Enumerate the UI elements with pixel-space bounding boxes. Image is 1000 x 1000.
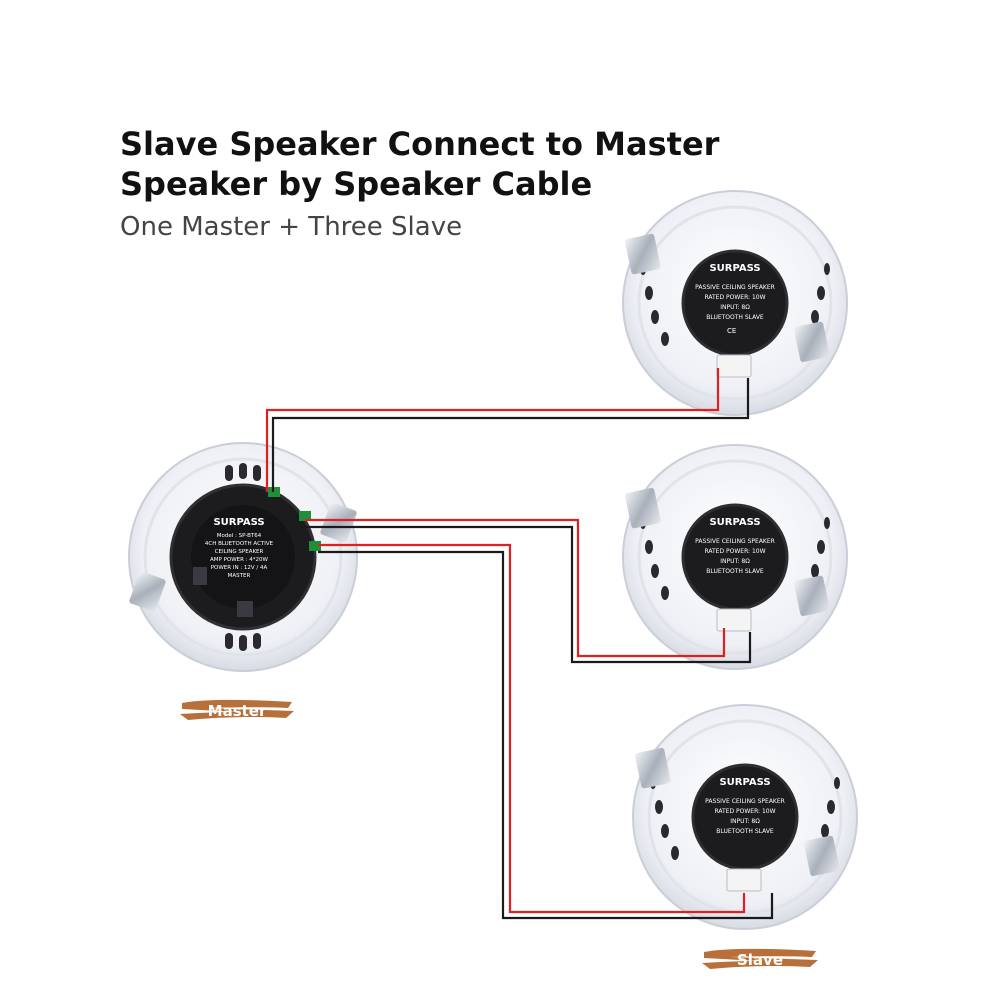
svg-text:BLUETOOTH SLAVE: BLUETOOTH SLAVE [706,314,764,321]
svg-text:AMP POWER : 4*20W: AMP POWER : 4*20W [210,557,269,563]
svg-text:SURPASS: SURPASS [719,777,770,788]
slave-speaker-1: SURPASS PASSIVE CEILING SPEAKER RATED PO… [622,190,848,416]
svg-text:POWER IN : 12V / 4A: POWER IN : 12V / 4A [211,565,268,571]
master-speaker: SURPASS Model : SP-BT64 4CH BLUETOOTH AC… [128,442,358,672]
master-tag: Master [178,694,296,728]
subtitle: One Master + Three Slave [120,212,463,242]
svg-text:RATED POWER: 10W: RATED POWER: 10W [704,548,765,555]
svg-text:SURPASS: SURPASS [709,517,760,528]
svg-text:SURPASS: SURPASS [709,263,760,274]
brush-stroke-icon [180,699,294,720]
svg-text:INPUT: 8Ω: INPUT: 8Ω [720,558,750,565]
wire-positive-1 [265,368,720,492]
svg-text:4CH BLUETOOTH ACTIVE: 4CH BLUETOOTH ACTIVE [205,541,274,547]
svg-text:RATED POWER: 10W: RATED POWER: 10W [714,808,775,815]
wire-negative-2 [305,525,752,664]
wire-positive-3 [318,543,746,914]
master-brand: SURPASS [213,517,264,528]
svg-text:PASSIVE CEILING SPEAKER: PASSIVE CEILING SPEAKER [695,538,775,545]
svg-text:INPUT: 8Ω: INPUT: 8Ω [720,304,750,311]
svg-text:PASSIVE CEILING SPEAKER: PASSIVE CEILING SPEAKER [705,798,785,805]
heading-line-1: Slave Speaker Connect to Master [120,125,720,163]
slave-speaker-2: SURPASS PASSIVE CEILING SPEAKER RATED PO… [622,444,848,670]
svg-text:CEILING SPEAKER: CEILING SPEAKER [215,549,264,555]
svg-text:RATED POWER: 10W: RATED POWER: 10W [704,294,765,301]
master-label-lines: Model : SP-BT64 4CH BLUETOOTH ACTIVE CEI… [205,533,274,579]
wire-positive-2 [305,518,726,658]
svg-text:Model : SP-BT64: Model : SP-BT64 [217,533,262,539]
svg-text:INPUT: 8Ω: INPUT: 8Ω [730,818,760,825]
svg-text:PASSIVE CEILING SPEAKER: PASSIVE CEILING SPEAKER [695,284,775,291]
wire-negative-1 [271,378,750,492]
brush-stroke-icon [702,948,818,969]
master-tag-label: Master [207,702,267,720]
wire-negative-3 [318,550,774,920]
svg-text:CE: CE [727,327,736,335]
slave-tag-label: Slave [736,951,784,969]
speaker-cables [265,368,774,920]
svg-text:MASTER: MASTER [228,573,251,579]
slave-tag: Slave [700,943,820,977]
heading-line-2: Speaker by Speaker Cable [120,165,593,203]
slave-speaker-3: SURPASS PASSIVE CEILING SPEAKER RATED PO… [632,704,858,930]
svg-text:BLUETOOTH SLAVE: BLUETOOTH SLAVE [706,568,764,575]
svg-text:BLUETOOTH SLAVE: BLUETOOTH SLAVE [716,828,774,835]
